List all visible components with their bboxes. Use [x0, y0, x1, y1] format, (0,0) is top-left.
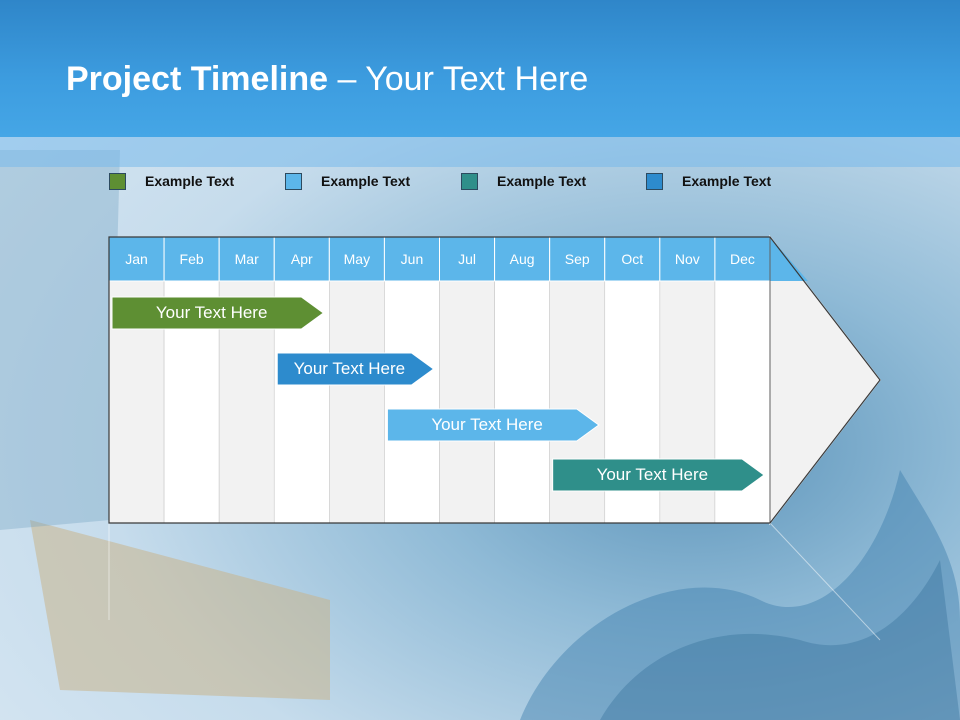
month-header-cell [218, 236, 275, 282]
page-title: Project Timeline – Your Text Here [66, 60, 588, 99]
legend-swatch [461, 172, 478, 190]
legend-label: Example Text [145, 173, 235, 189]
month-label: Apr [290, 251, 313, 267]
month-label: Dec [729, 251, 755, 267]
month-header-cell [273, 236, 330, 282]
month-label: Nov [674, 251, 700, 267]
month-column [329, 280, 385, 524]
month-label: Aug [509, 251, 535, 267]
legend-item: Example Text [646, 170, 771, 192]
task-arrow [552, 458, 765, 492]
month-header-cell [163, 236, 220, 282]
legend-swatch [109, 172, 126, 190]
month-label: Jun [400, 251, 424, 267]
header-strip [0, 137, 960, 167]
month-column [439, 280, 495, 524]
legend-label: Example Text [497, 173, 587, 189]
legend-item: Example Text [109, 170, 234, 192]
title-bold: Project Timeline [66, 60, 329, 98]
legend-label: Example Text [321, 173, 411, 189]
title-rest: – Your Text Here [328, 60, 589, 98]
month-label: Sep [564, 251, 590, 267]
month-label: Mar [234, 251, 259, 267]
legend-item: Example Text [461, 170, 586, 192]
task-label: Your Text Here [596, 465, 709, 484]
legend-item: Example Text [285, 170, 410, 192]
legend-label: Example Text [682, 173, 772, 189]
month-label: Oct [621, 251, 644, 267]
month-header-cell [328, 236, 385, 282]
header-bar [0, 0, 960, 137]
month-header-cell [714, 236, 771, 282]
month-header-cell [383, 236, 440, 282]
month-column [384, 280, 440, 524]
task-arrow [386, 408, 600, 442]
task-label: Your Text Here [431, 415, 543, 434]
task-arrow [276, 352, 435, 386]
arrow-head-header [770, 237, 808, 281]
chart-reflection [108, 522, 881, 641]
month-column [494, 280, 550, 524]
month-label: May [343, 251, 371, 267]
task-arrow [111, 296, 325, 330]
month-label: Jan [125, 251, 148, 267]
task-label: Your Text Here [293, 359, 406, 378]
chart-frame [108, 236, 881, 524]
month-label: Jul [458, 251, 476, 267]
legend-swatch [646, 172, 663, 190]
legend-swatch [285, 172, 302, 190]
task-label: Your Text Here [155, 303, 268, 322]
month-label: Feb [179, 251, 204, 267]
